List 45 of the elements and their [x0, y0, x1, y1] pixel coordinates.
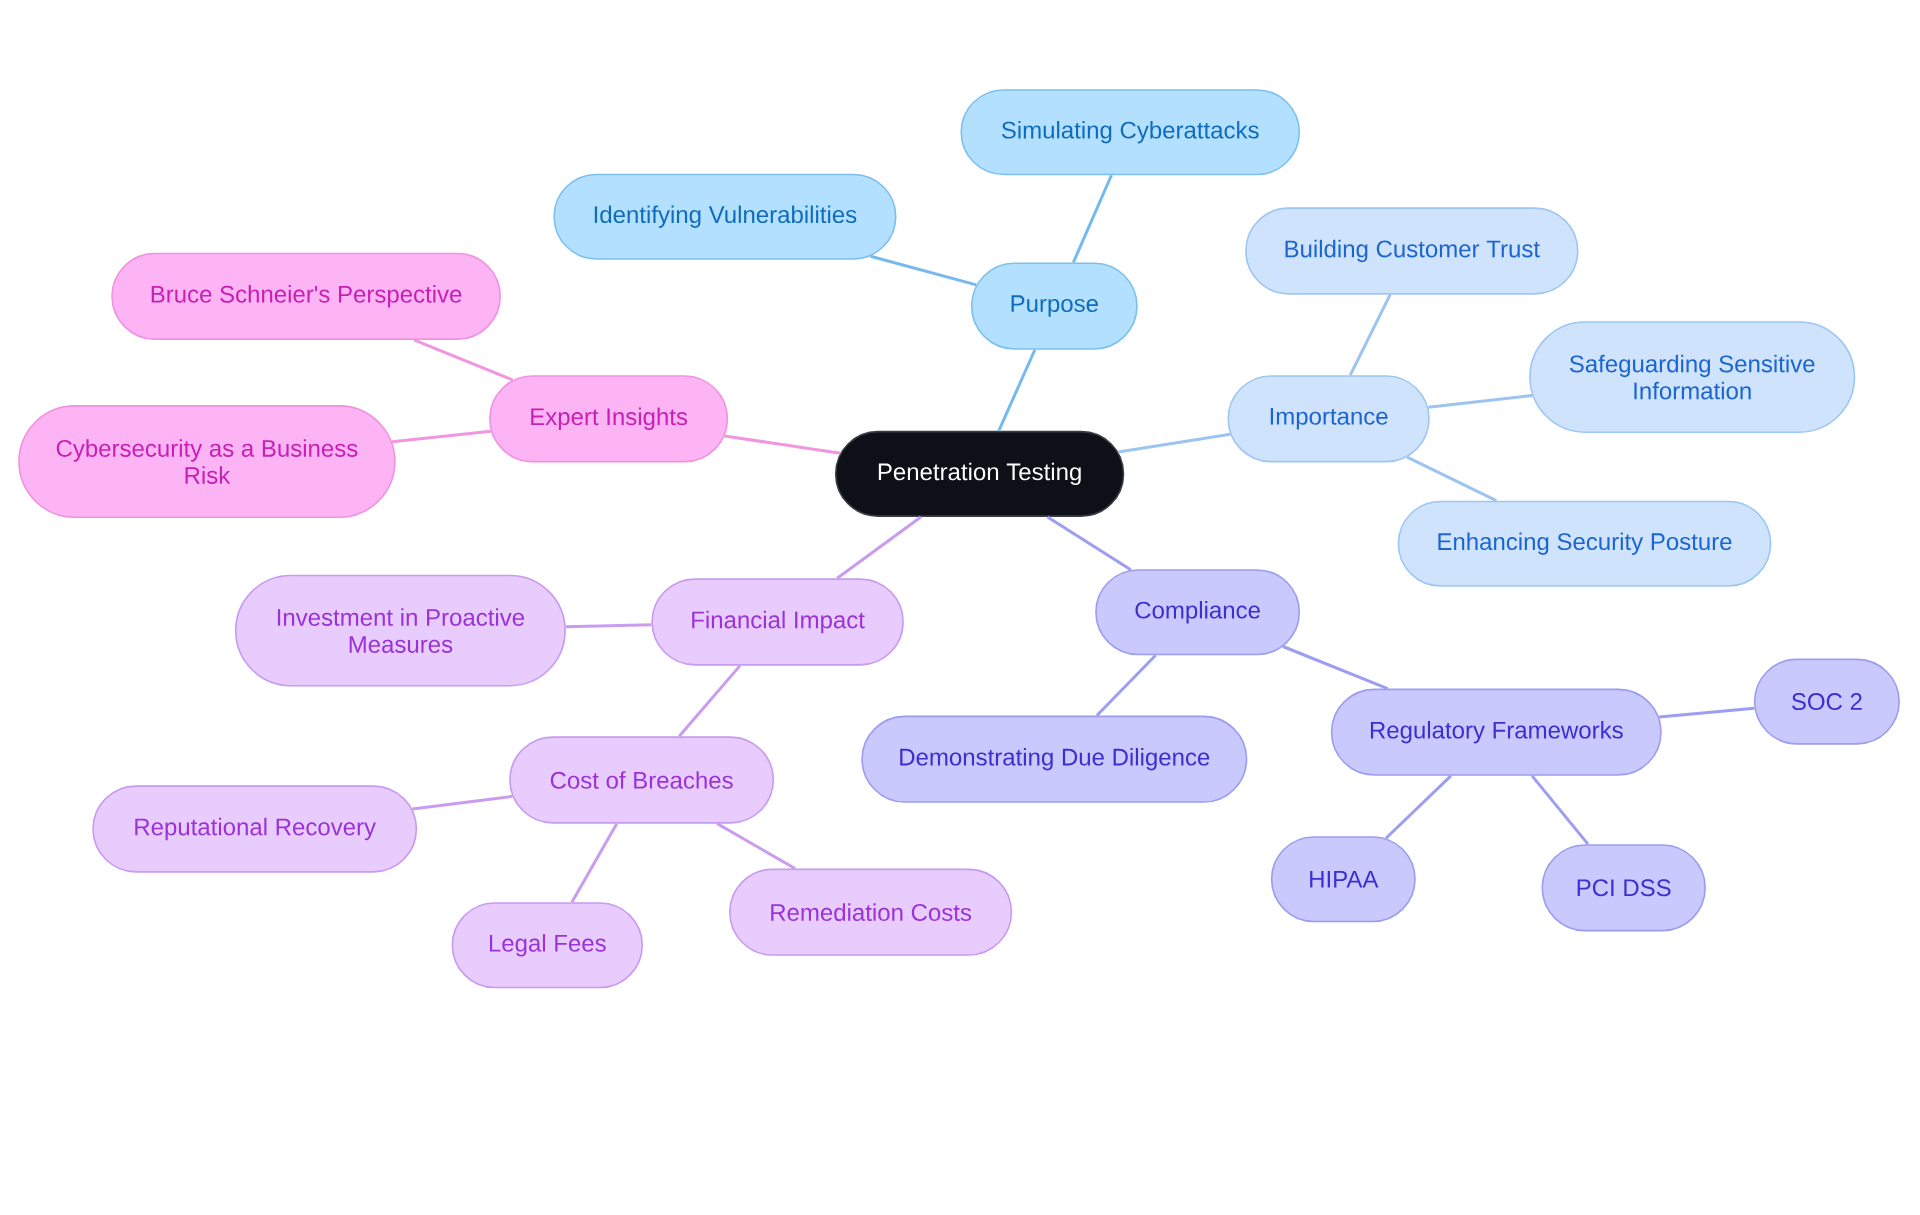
topic-box: Reputational Recovery: [92, 785, 418, 873]
topic-box: Identifying Vulnerabilities: [553, 173, 897, 260]
topic-box: Regulatory Frameworks: [1330, 688, 1662, 776]
topic-box: Building Customer Trust: [1245, 207, 1579, 295]
topic-box: Enhancing Security Posture: [1397, 500, 1772, 587]
topic-box: Financial Impact: [651, 578, 904, 666]
topic-box: Bruce Schneier's Perspective: [111, 252, 501, 340]
connector-line: [1046, 515, 1132, 572]
connector-line: [413, 338, 514, 382]
connector-line: [716, 822, 796, 870]
connector-line: [1118, 432, 1231, 454]
topic-box: Investment in Proactive Measures: [234, 574, 566, 687]
topic-box: PCI DSS: [1541, 844, 1706, 932]
connector-line: [1530, 774, 1590, 846]
connector-line: [412, 794, 513, 811]
topic-box: Purpose: [970, 262, 1138, 350]
topic-box: Demonstrating Due Diligence: [861, 715, 1248, 803]
topic-box: Compliance: [1095, 569, 1301, 656]
topic-box: Cybersecurity as a Business Risk: [18, 405, 396, 519]
connector-line: [870, 254, 977, 287]
topic-box: Expert Insights: [489, 375, 729, 463]
central-topic-box: Penetration Testing: [834, 430, 1125, 517]
connector-line: [391, 429, 491, 444]
connector-line: [836, 515, 922, 580]
connector-line: [1384, 774, 1452, 840]
topic-box: SOC 2: [1753, 658, 1900, 745]
connector-line: [1428, 393, 1533, 409]
topic-box: Safeguarding Sensitive Information: [1529, 321, 1856, 433]
topic-box: HIPAA: [1270, 836, 1416, 923]
connector-line: [1095, 654, 1157, 717]
topic-box: Importance: [1227, 375, 1430, 463]
topic-box: Remediation Costs: [729, 868, 1013, 956]
topic-box: Legal Fees: [451, 902, 643, 989]
connector-line: [1282, 645, 1389, 690]
connector-line: [1072, 174, 1113, 264]
connector-line: [678, 664, 742, 738]
connector-line: [570, 822, 618, 903]
connector-line: [1348, 293, 1392, 376]
topic-box: Simulating Cyberattacks: [960, 89, 1300, 176]
connector-line: [565, 623, 652, 629]
connector-line: [1659, 706, 1755, 719]
connector-line: [1406, 455, 1497, 502]
connector-line: [724, 434, 841, 455]
topic-box: Cost of Breaches: [509, 736, 775, 824]
connector-line: [997, 349, 1037, 432]
